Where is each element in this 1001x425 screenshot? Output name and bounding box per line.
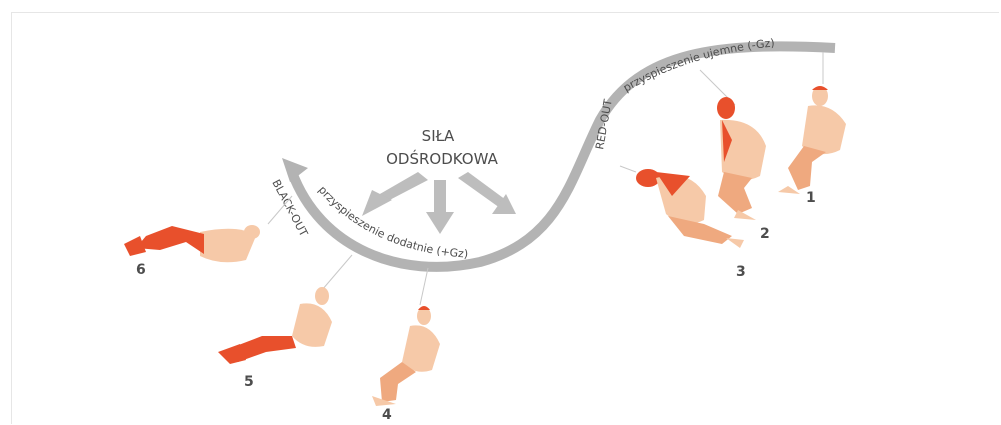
title-line-1: SIŁA — [422, 127, 455, 145]
pilot-figure-4 — [372, 306, 440, 406]
figure-number-5: 5 — [244, 374, 254, 390]
arrow-right — [458, 172, 516, 214]
figure-number-6: 6 — [136, 262, 146, 278]
figure-number-2: 2 — [760, 226, 770, 242]
label-redout: RED-OUT — [593, 98, 615, 151]
label-negative-acceleration: przyspieszenie ujemne (-Gz) — [621, 36, 775, 94]
label-blackout: BLACK-OUT — [269, 177, 310, 239]
pilot-figure-6 — [124, 225, 260, 262]
centrifugal-arrows — [362, 172, 516, 234]
pilot-figure-5 — [218, 287, 332, 364]
arrow-middle — [426, 180, 454, 234]
pilot-figure-2 — [717, 97, 766, 220]
arrow-left — [362, 172, 428, 216]
figure-number-4: 4 — [382, 407, 392, 423]
pilot-figure-1 — [778, 86, 846, 194]
title-line-2: ODŚRODKOWA — [386, 149, 498, 168]
figure-number-1: 1 — [806, 190, 816, 206]
figure-number-3: 3 — [736, 264, 746, 280]
